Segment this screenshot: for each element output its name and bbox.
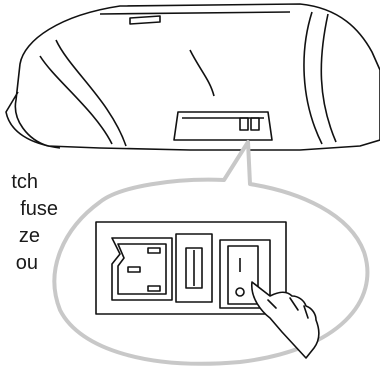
caption-fragment-2: fuse	[0, 196, 58, 223]
caption-fragment-3: ze	[0, 223, 40, 250]
caption-fragment-4: ou	[0, 250, 38, 277]
caption-fragment-1: tch	[0, 169, 38, 196]
device-housing	[6, 4, 380, 150]
